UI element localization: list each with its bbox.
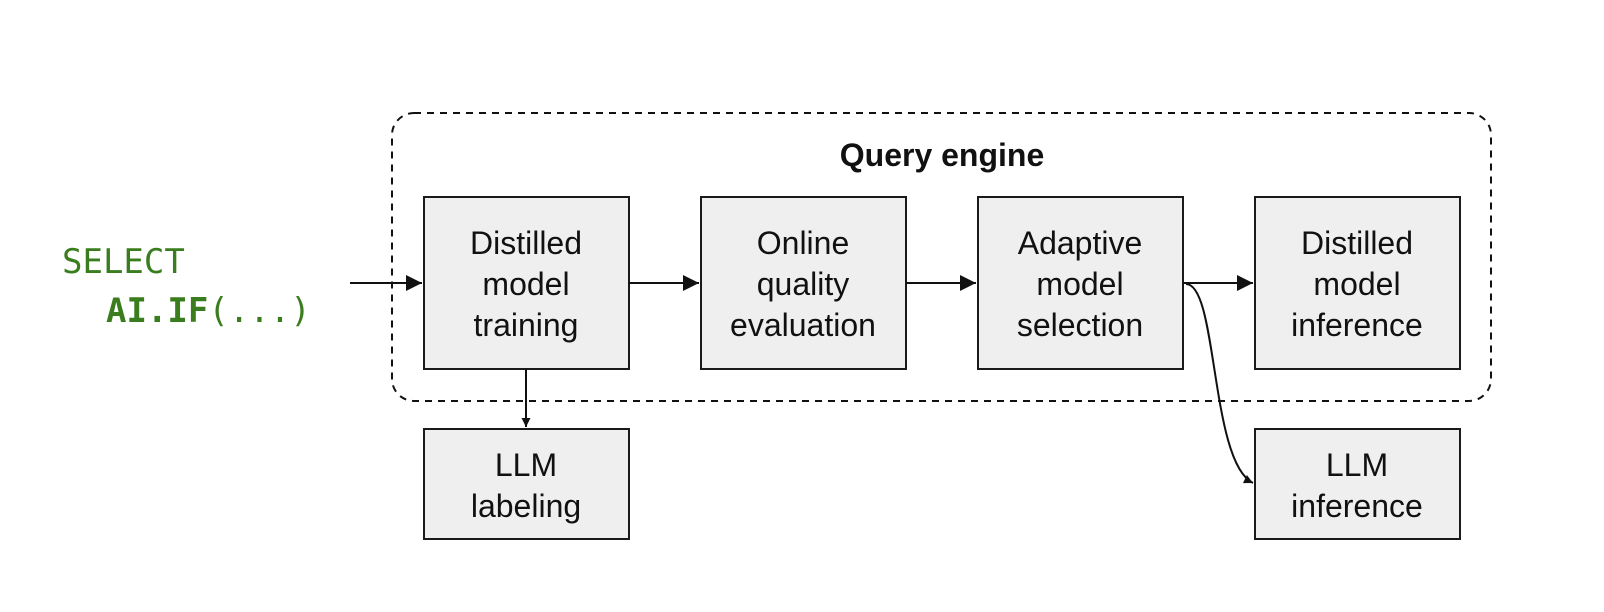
node-label: evaluation (730, 307, 876, 343)
node-label: LLM (495, 447, 557, 483)
node-label: Distilled (1301, 225, 1413, 261)
sql-function-call: AI.IF(...) (106, 291, 311, 331)
sql-select-keyword: SELECT (62, 242, 185, 282)
node-online-quality-evaluation: Online quality evaluation (700, 196, 907, 370)
node-label: labeling (471, 488, 581, 524)
query-engine-title: Query engine (840, 137, 1045, 173)
node-label: selection (1017, 307, 1143, 343)
sql-function-args: (...) (208, 291, 310, 331)
node-label: Adaptive (1018, 225, 1143, 261)
sql-function-name: AI.IF (106, 291, 208, 331)
node-llm-labeling: LLM labeling (423, 428, 630, 540)
query-engine-container (391, 112, 1492, 402)
node-label: Online (757, 225, 850, 261)
node-label: model (1313, 266, 1400, 302)
node-label: training (474, 307, 579, 343)
node-label: model (482, 266, 569, 302)
node-distilled-model-training: Distilled model training (423, 196, 630, 370)
node-label: inference (1291, 488, 1423, 524)
node-llm-inference: LLM inference (1254, 428, 1461, 540)
node-label: LLM (1326, 447, 1388, 483)
node-label: Distilled (470, 225, 582, 261)
node-distilled-model-inference: Distilled model inference (1254, 196, 1461, 370)
node-adaptive-model-selection: Adaptive model selection (977, 196, 1184, 370)
node-label: inference (1291, 307, 1423, 343)
node-label: quality (757, 266, 850, 302)
edge-selection-to-llm-inference (1185, 283, 1254, 484)
node-label: model (1036, 266, 1123, 302)
